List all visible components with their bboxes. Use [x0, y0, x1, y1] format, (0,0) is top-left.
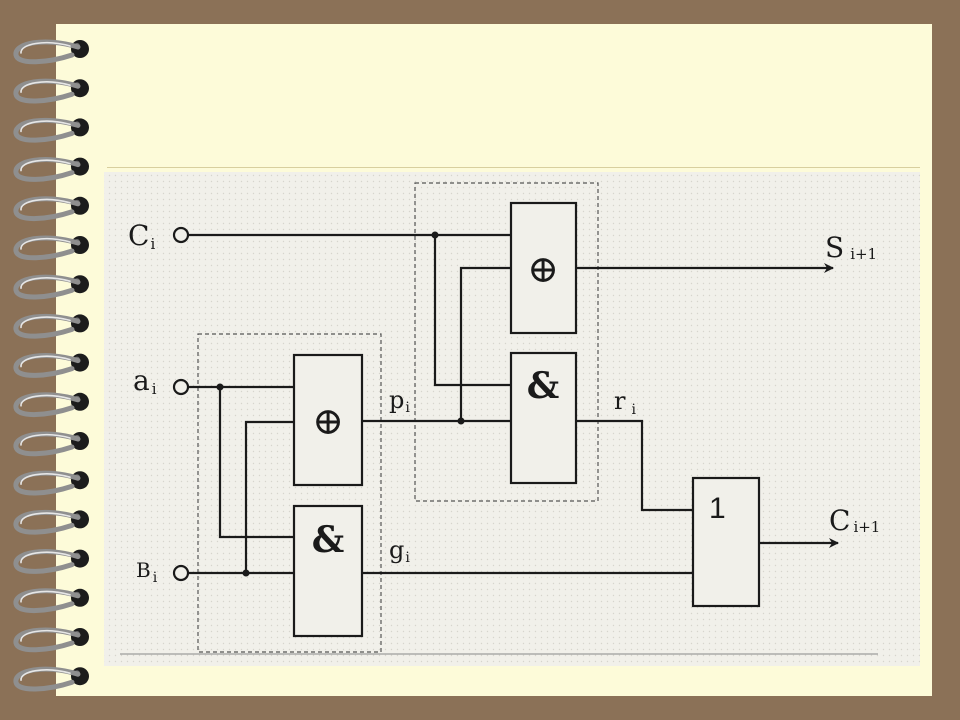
- binding-ring: [13, 78, 89, 104]
- xor-symbol: ⊕: [312, 399, 344, 443]
- binding-ring: [13, 274, 89, 300]
- binding-ring: [13, 157, 89, 182]
- half-adder-2-box: [414, 182, 599, 502]
- and-gate-2: [509, 351, 578, 485]
- xor-gate-1: [292, 353, 364, 487]
- wire-b-to-xor1: [244, 420, 294, 573]
- junction-dot: [242, 569, 250, 577]
- wire-p-to-xor2: [459, 266, 511, 421]
- spiral-binding: [13, 39, 89, 692]
- binding-ring: [13, 313, 89, 339]
- junction-dot: [431, 231, 439, 239]
- half-adder-1-box: [197, 333, 382, 653]
- and-symbol: &: [312, 519, 345, 561]
- xor-symbol: ⊕: [527, 247, 559, 291]
- binding-ring: [13, 627, 89, 653]
- junction-dot: [216, 383, 224, 391]
- terminal-a-in: [172, 378, 190, 396]
- xor-gate-2: [509, 201, 578, 335]
- junction-dot: [457, 417, 465, 425]
- label-c-in: Ci: [128, 219, 155, 253]
- binding-ring: [13, 549, 89, 574]
- terminal-c-in: [172, 226, 190, 244]
- binding-ring: [13, 117, 89, 143]
- binding-ring: [13, 353, 89, 378]
- label-g: gi: [389, 536, 410, 566]
- binding-ring: [13, 666, 89, 692]
- title-divider: [107, 167, 920, 168]
- or-gate: [691, 476, 761, 608]
- binding-ring: [13, 470, 89, 496]
- wire-c-to-and2: [433, 235, 511, 387]
- binding-ring: [13, 235, 89, 261]
- or-symbol: 1: [709, 492, 726, 525]
- binding-ring: [13, 588, 89, 614]
- label-p: pi: [389, 386, 410, 416]
- wire-a-to-and1: [218, 387, 294, 539]
- and-symbol: &: [527, 365, 560, 407]
- binding-ring: [13, 39, 89, 65]
- terminal-b-in: [172, 564, 190, 582]
- and-gate-1: [292, 504, 364, 638]
- binding-ring: [13, 196, 89, 222]
- binding-ring: [13, 509, 89, 535]
- binding-ring: [13, 392, 89, 418]
- wire-r: [576, 419, 693, 512]
- binding-ring: [13, 431, 89, 457]
